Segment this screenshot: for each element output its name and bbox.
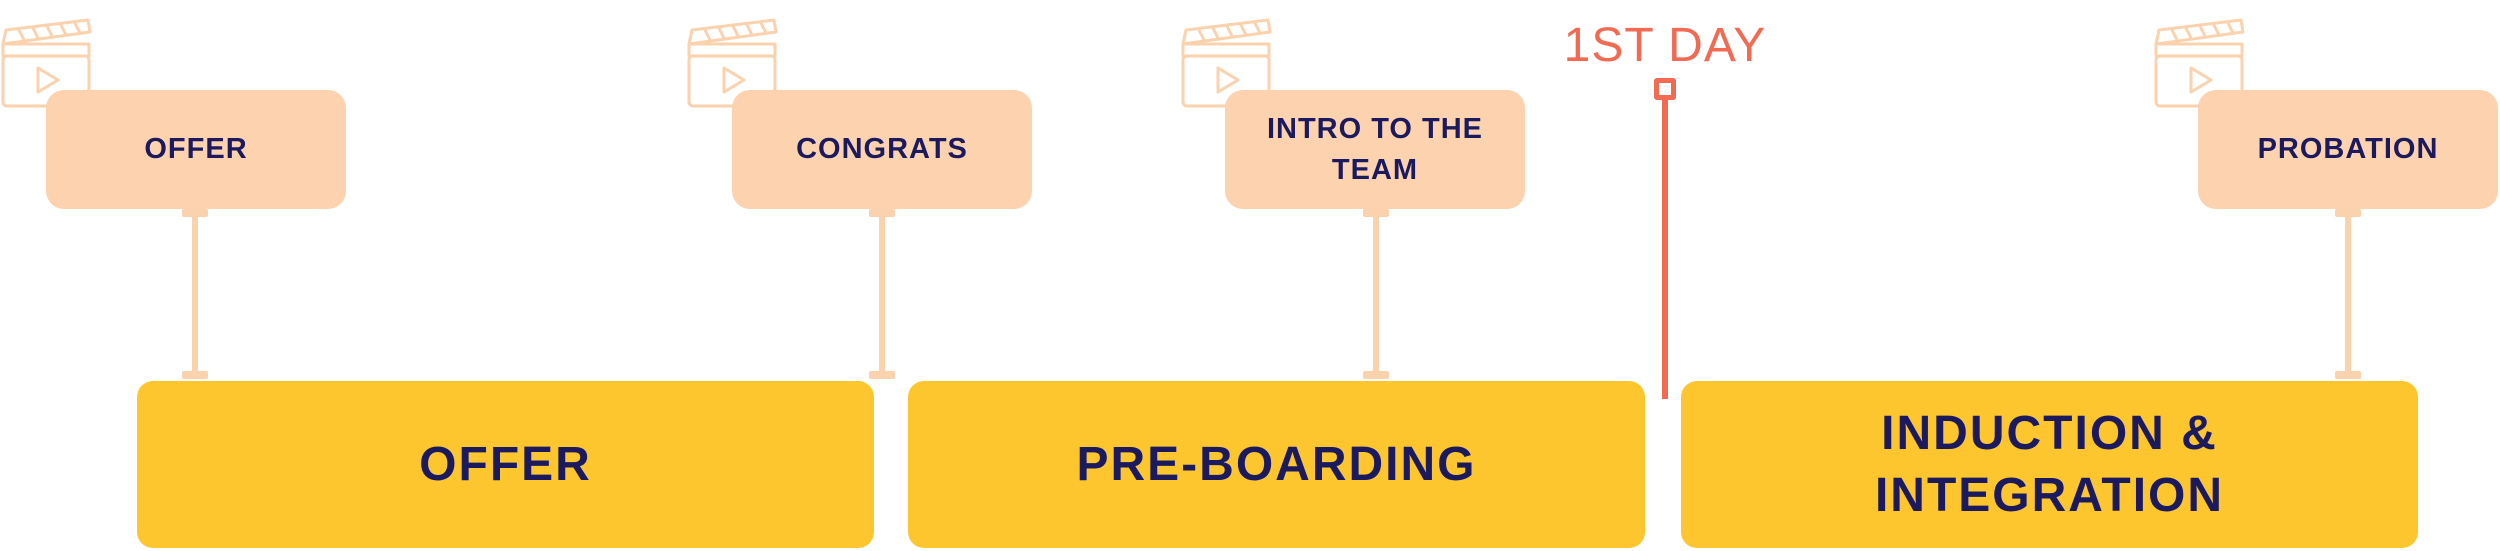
touchpoint-label: CONGRATS <box>796 133 968 165</box>
touchpoint-card-congrats: CONGRATS <box>732 90 1032 209</box>
touchpoint-card-intro-to-the-team: INTRO TO THE TEAM <box>1225 90 1525 209</box>
milestone-line <box>1662 100 1668 399</box>
phase-label: INDUCTION & INTEGRATION <box>1874 406 2225 522</box>
clapperboard-icon <box>687 18 778 108</box>
touchpoint-card-offer: OFFER <box>46 90 346 209</box>
touchpoint-label: INTRO TO THE TEAM <box>1266 112 1484 186</box>
phase-label: PRE-BOARDING <box>1076 437 1477 491</box>
milestone-marker <box>1654 78 1676 100</box>
phase-label: OFFER <box>419 437 592 491</box>
phase-offer: OFFER <box>137 381 874 548</box>
phase-induction-integration: INDUCTION & INTEGRATION <box>1681 381 2418 548</box>
touchpoint-label: PROBATION <box>2257 133 2439 165</box>
phase-pre-boarding: PRE-BOARDING <box>908 381 1645 548</box>
touchpoint-label: OFFER <box>144 133 248 165</box>
touchpoint-card-probation: PROBATION <box>2198 90 2498 209</box>
milestone-label: 1ST DAY <box>1563 19 1767 72</box>
